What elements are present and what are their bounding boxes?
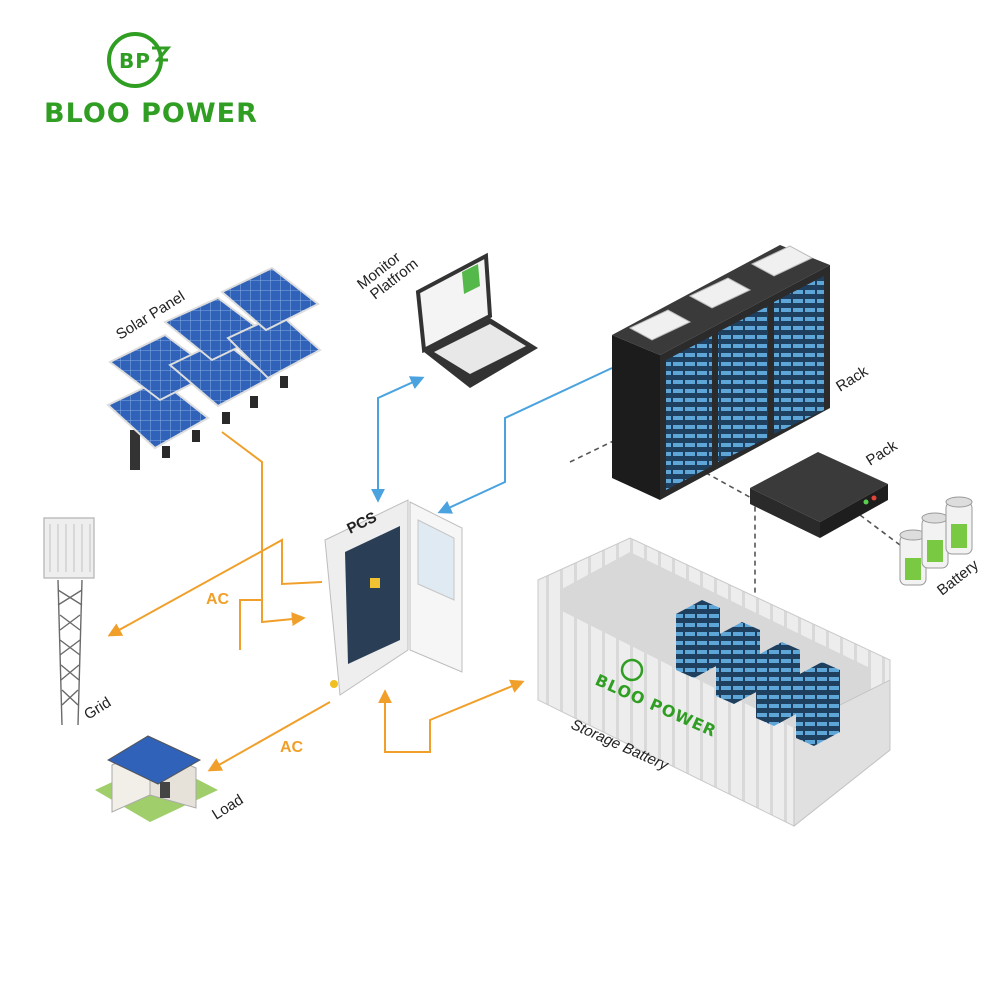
battery-cell-2	[921, 512, 949, 569]
pcs-to-load-line	[207, 701, 331, 772]
laptop-screen-widget	[462, 264, 480, 294]
battery-cell-1	[899, 529, 927, 586]
pack-front	[820, 484, 888, 538]
pcs-to-grid-line	[107, 538, 323, 637]
logo-letters: BP	[119, 49, 151, 73]
grid-antenna-icon	[43, 517, 95, 579]
solar-panel-1	[106, 378, 210, 450]
monitor-platform-laptop: Monitor Platfrom	[354, 249, 538, 388]
pack-battery-dashed-link	[859, 514, 901, 546]
grid-tower	[43, 517, 95, 726]
load-label: Load	[209, 791, 246, 823]
battery-cell-3	[945, 496, 973, 555]
house-roof-solar	[106, 735, 202, 785]
container-logo-icon	[620, 658, 644, 682]
rack-pcs-link	[437, 367, 613, 514]
solar-post-icon	[130, 430, 140, 470]
rack-side	[612, 335, 660, 500]
container-racks	[676, 600, 840, 746]
rack-door-2	[718, 306, 768, 462]
pack-top	[750, 452, 888, 522]
solar-mounts	[162, 376, 288, 458]
battery-cells: Battery	[899, 496, 982, 599]
solar-panel-6	[220, 266, 320, 332]
pcs-warning-icon	[370, 578, 380, 588]
rack-label: Rack	[833, 363, 871, 396]
pcs-to-container-line	[378, 679, 525, 753]
solar-to-pcs-line	[221, 431, 306, 627]
ac-load-label: AC	[280, 739, 304, 756]
container-rack-1	[676, 600, 720, 678]
pcs-emergency-icon	[330, 680, 338, 688]
pcs-grid-return-line	[239, 599, 262, 650]
rack-top-box-1	[628, 309, 692, 341]
container-rack-2	[716, 622, 760, 704]
pack-indicator-red	[871, 495, 877, 501]
pack-label: Pack	[863, 437, 901, 469]
container-rack-4	[796, 662, 840, 746]
container-rack-3	[756, 642, 800, 726]
pcs-cabinet: PCS	[324, 499, 463, 696]
brand-name: BLOO POWER	[44, 98, 258, 129]
house-door-icon	[160, 782, 170, 798]
brand-logo: BP BLOO POWER	[44, 32, 258, 129]
grid-label: Grid	[81, 694, 114, 723]
battery-pack: Pack	[750, 437, 901, 538]
ac-grid-label: AC	[206, 591, 230, 608]
monitor-pcs-link	[371, 376, 425, 503]
logo-bolt-icon	[152, 46, 172, 62]
storage-container: BLOO POWER Storage Battery	[537, 537, 891, 828]
battery-rack: Rack	[612, 245, 872, 500]
rack-door-1	[666, 336, 712, 490]
solar-panel-array: Solar Panel	[106, 266, 322, 470]
pack-indicator-green	[863, 499, 869, 505]
pcs-door-window	[417, 519, 455, 601]
rack-door-3	[774, 276, 824, 434]
laptop-keyboard	[434, 324, 526, 374]
rack-top-box-3	[750, 245, 814, 277]
rack-top-box-2	[688, 277, 752, 309]
pcs-inner-panel	[345, 526, 400, 664]
load-house: Load	[95, 735, 246, 823]
pack-side	[750, 488, 820, 538]
